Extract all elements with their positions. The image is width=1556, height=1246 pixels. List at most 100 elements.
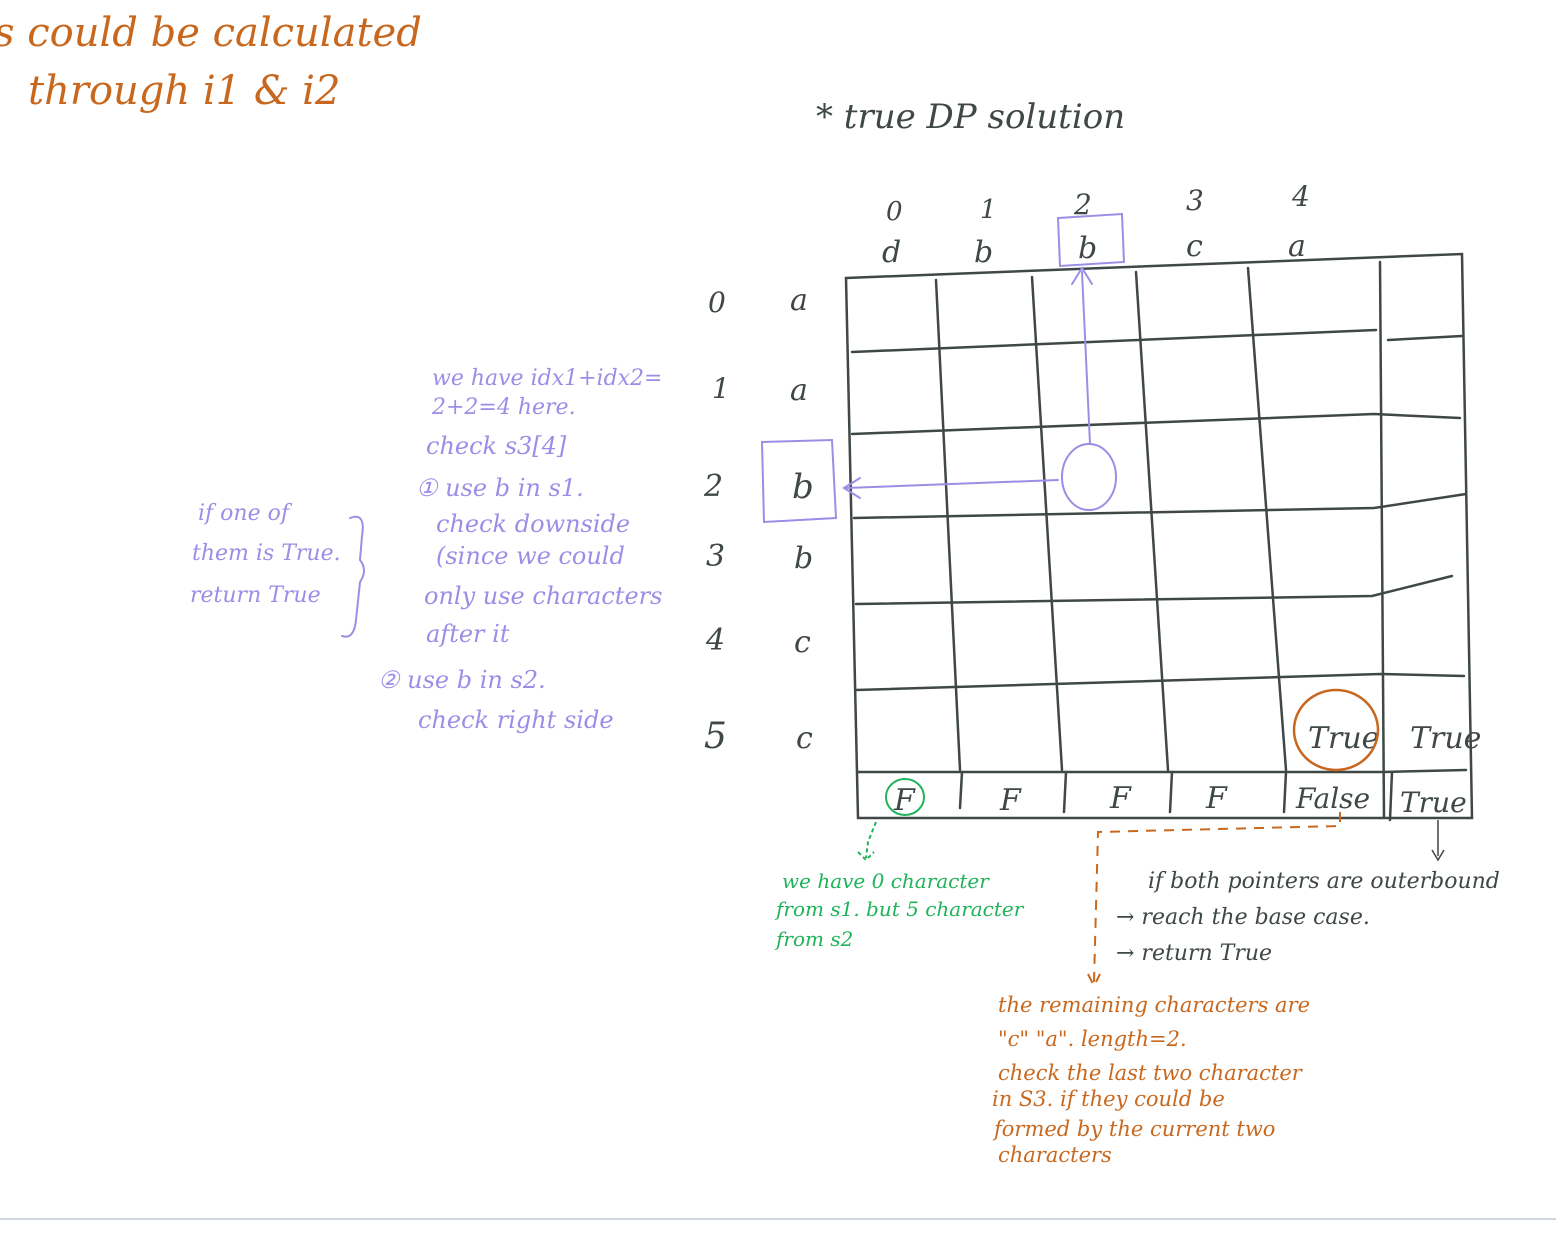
col-index-4: 4 [1291, 180, 1310, 213]
purple-note-line-5: (since we could [436, 542, 625, 570]
purple-note-line-8: ② use b in s2. [378, 666, 546, 694]
green-arrow [857, 821, 877, 862]
bottom-divider-4 [1282, 770, 1288, 814]
arrow-left-line [845, 479, 1059, 489]
col-char-2: b [1078, 231, 1097, 266]
note-top-left-line2: through i1 & i2 [28, 68, 340, 114]
purple-note-line-2: check s3[4] [426, 432, 567, 460]
grid-vline-3 [1134, 270, 1170, 772]
purple-grid-annotations [341, 212, 1126, 638]
grid-hline-5 [854, 672, 1466, 692]
column-headers: 0 1 2 3 4 d b b c a [882, 180, 1310, 270]
purple-note-line-4: check downside [436, 510, 630, 538]
row-index-2: 2 [703, 469, 723, 504]
bottom-divider-3 [1168, 770, 1174, 814]
row-index-5: 5 [704, 716, 727, 757]
start-cell-circle [885, 778, 925, 816]
col-char-3: c [1186, 229, 1203, 264]
bottom-divider-1 [958, 770, 964, 810]
cell-true-right: True [1410, 721, 1481, 756]
orange-note-line-0: the remaining characters are [998, 993, 1310, 1017]
orange-note-line-4: formed by the current two [992, 1117, 1275, 1141]
purple-side-line-0: if one of [198, 501, 293, 526]
purple-notes: we have idx1+idx2= 2+2=4 here. check s3[… [190, 366, 662, 734]
base-case-line-0: if both pointers are outerbound [1148, 869, 1500, 894]
purple-note-line-7: after it [426, 620, 510, 648]
arrow-left-head [842, 477, 861, 499]
grid-hline-3 [852, 492, 1468, 520]
grid-hline-1 [850, 328, 1464, 354]
green-note-line-0: we have 0 character [782, 869, 990, 893]
purple-note-line-1: 2+2=4 here. [431, 395, 576, 420]
purple-note-line-3: ① use b in s1. [416, 474, 584, 502]
orange-note-line-5: characters [998, 1143, 1112, 1167]
row-index-3: 3 [706, 539, 725, 574]
purple-note-line-6: only use characters [424, 582, 662, 610]
bottom-cell-4: False [1295, 782, 1370, 815]
base-case-line-2: → return True [1116, 941, 1272, 966]
bottom-divider-5 [1388, 770, 1394, 822]
green-note: we have 0 character from s1. but 5 chara… [774, 821, 1025, 951]
grid-border [844, 252, 1474, 820]
cell-true-inner: True [1308, 721, 1379, 756]
arrow-up-head [1071, 266, 1093, 285]
grid-vline-5 [1378, 260, 1386, 820]
orange-note-line-2: check the last two character [998, 1061, 1304, 1085]
grid-vline-2 [1030, 275, 1064, 772]
bottom-cell-3: F [1205, 781, 1228, 816]
brace-purple [341, 515, 365, 638]
highlight-box-col-2 [1056, 212, 1126, 268]
col-char-4: a [1288, 229, 1306, 264]
grid-hline-2 [850, 412, 1462, 436]
col-index-1: 1 [980, 195, 997, 225]
orange-note: the remaining characters are "c" "a". le… [992, 812, 1341, 1167]
true-cell-circle [1292, 688, 1380, 772]
purple-side-line-1: them is True. [192, 541, 341, 566]
row-headers: 0 1 2 3 4 5 a a b b c c [703, 283, 814, 757]
bottom-divider-2 [1062, 770, 1068, 814]
orange-note-line-3: in S3. if they could be [992, 1087, 1225, 1111]
orange-note-line-1: "c" "a". length=2. [998, 1027, 1187, 1051]
row-char-1: a [790, 373, 808, 408]
bottom-row-values: F F F F False True [893, 781, 1467, 819]
base-case-line-1: → reach the base case. [1116, 905, 1370, 930]
col-char-0: d [882, 235, 901, 270]
purple-side-line-2: return True [190, 583, 321, 608]
orange-dashed-bracket [1087, 812, 1341, 989]
green-note-line-2: from s2 [774, 927, 853, 951]
row-index-4: 4 [705, 623, 725, 658]
bottom-cell-0: F [893, 783, 916, 818]
row-index-1: 1 [712, 372, 730, 405]
title-dp-solution: * true DP solution [816, 97, 1125, 137]
base-case-arrow [1431, 820, 1445, 862]
grid-hline-6 [856, 768, 1468, 774]
arrow-up-line [1081, 271, 1091, 445]
col-index-0: 0 [886, 197, 903, 227]
note-top-left-line1: s could be calculated [0, 10, 422, 56]
dp-grid [844, 252, 1474, 822]
bottom-cell-2: F [1109, 781, 1132, 816]
grid-vline-1 [934, 278, 962, 772]
row-index-0: 0 [708, 286, 726, 319]
row-char-4: c [794, 625, 811, 660]
current-cell-circle [1061, 443, 1117, 511]
base-case-note: if both pointers are outerbound → reach … [1116, 820, 1500, 966]
bottom-cell-1: F [999, 783, 1022, 818]
col-char-1: b [974, 235, 993, 270]
bottom-rule [0, 1218, 1556, 1220]
purple-note-line-9: check right side [418, 706, 614, 734]
grid-vline-4 [1246, 266, 1288, 772]
grid-hline-4 [854, 574, 1454, 606]
row-char-0: a [790, 283, 808, 318]
row-char-3: b [794, 541, 813, 576]
purple-note-line-0: we have idx1+idx2= [432, 366, 662, 391]
bottom-cell-5: True [1400, 786, 1467, 819]
green-note-line-1: from s1. but 5 character [774, 897, 1025, 921]
highlight-box-row-2 [760, 438, 838, 524]
row-char-5: c [796, 721, 813, 756]
col-index-2: 2 [1073, 188, 1092, 221]
row-char-2: b [792, 467, 814, 507]
col-index-3: 3 [1186, 184, 1204, 217]
